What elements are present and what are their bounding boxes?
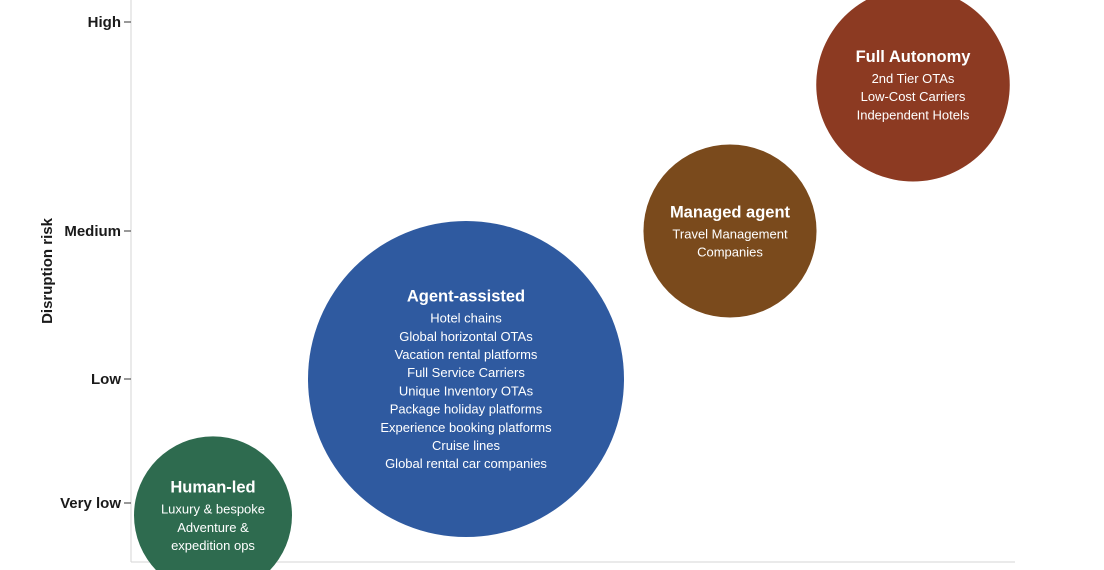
bubble-title: Full Autonomy bbox=[856, 48, 972, 66]
y-axis-title: Disruption risk bbox=[39, 217, 56, 324]
y-tick-label: Low bbox=[91, 371, 121, 388]
bubble-circle bbox=[643, 144, 817, 318]
bubble-item: Luxury & bespoke bbox=[161, 502, 265, 517]
bubble-circle bbox=[816, 0, 1010, 182]
bubble-item: Cruise lines bbox=[432, 438, 500, 453]
bubble-item: 2nd Tier OTAs bbox=[872, 71, 955, 86]
y-tick-label: High bbox=[88, 14, 121, 31]
bubble-item: Adventure & bbox=[177, 520, 249, 535]
bubble-item: Global horizontal OTAs bbox=[399, 329, 533, 344]
bubble-title: Human-led bbox=[170, 479, 255, 497]
bubble-item: Independent Hotels bbox=[857, 107, 970, 122]
bubble-title: Agent-assisted bbox=[407, 288, 525, 306]
bubble-item: Vacation rental platforms bbox=[395, 347, 538, 362]
bubble-item: Low-Cost Carriers bbox=[861, 89, 966, 104]
bubble-item: Companies bbox=[697, 245, 763, 260]
bubble-item: Package holiday platforms bbox=[390, 402, 543, 417]
bubble-circle bbox=[134, 436, 292, 570]
bubble-item: Travel Management bbox=[672, 226, 788, 241]
bubble-circle bbox=[308, 221, 624, 537]
bubble-item: Experience booking platforms bbox=[380, 420, 552, 435]
bubble-item: expedition ops bbox=[171, 538, 255, 553]
bubble-item: Global rental car companies bbox=[385, 456, 547, 471]
bubble-item: Full Service Carriers bbox=[407, 365, 525, 380]
y-tick-label: Medium bbox=[64, 223, 121, 240]
bubble-title: Managed agent bbox=[670, 203, 791, 221]
y-tick-label: Very low bbox=[60, 495, 121, 512]
bubble-item: Unique Inventory OTAs bbox=[399, 383, 534, 398]
bubble-item: Hotel chains bbox=[430, 311, 502, 326]
